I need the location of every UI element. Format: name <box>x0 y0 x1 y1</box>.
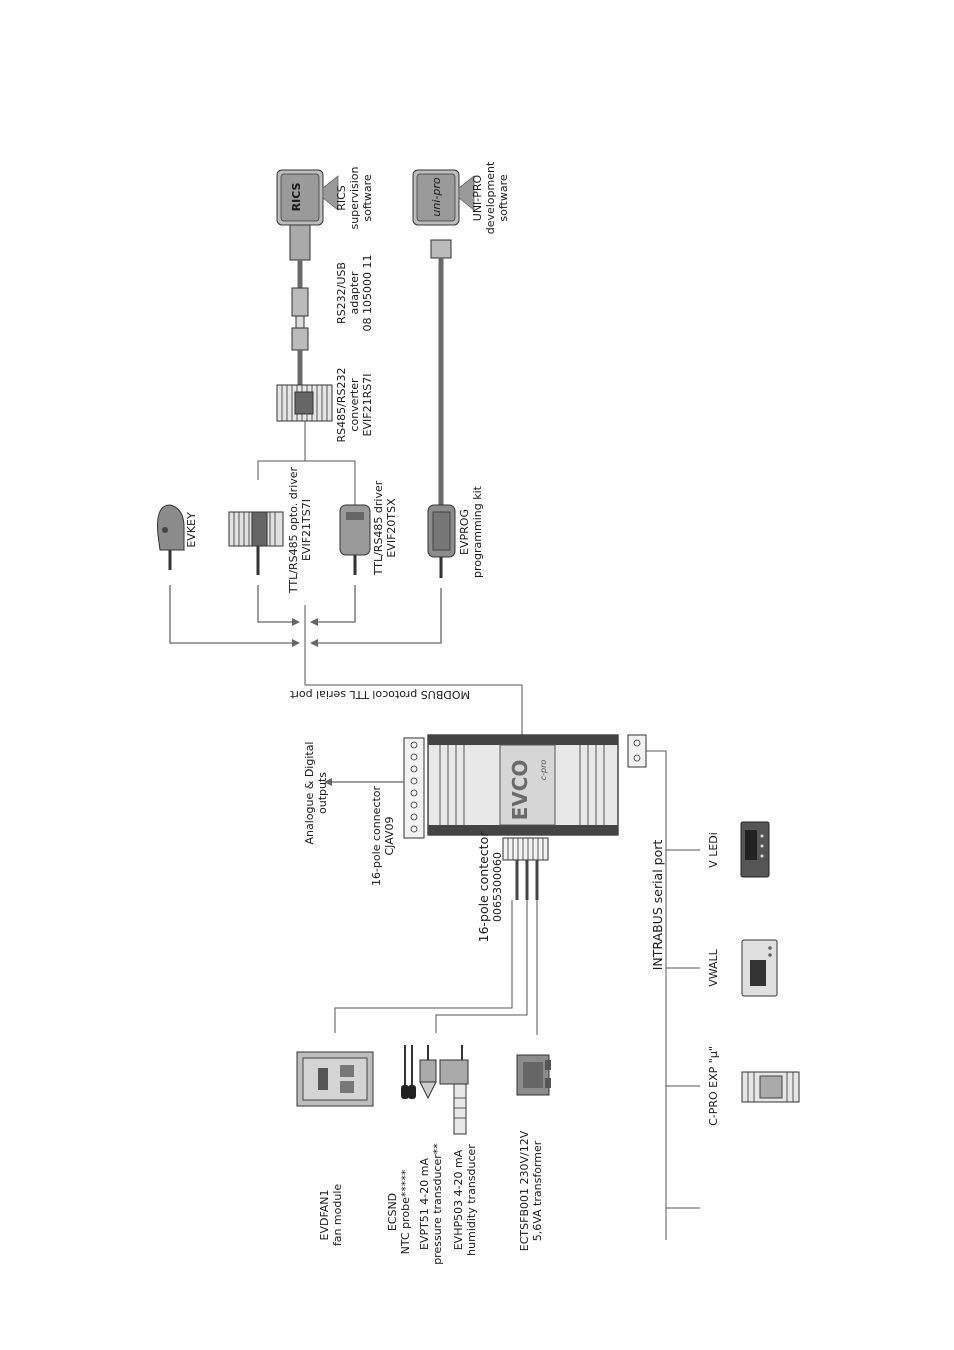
svg-text:converter: converter <box>348 378 361 432</box>
svg-text:RS485/RS232: RS485/RS232 <box>335 368 348 443</box>
svg-text:08 105000 11: 08 105000 11 <box>361 255 374 332</box>
svg-text:ECTSFB001 230V/12V: ECTSFB001 230V/12V <box>518 1130 531 1251</box>
svg-text:EVIF21RS7I: EVIF21RS7I <box>361 374 374 437</box>
svg-text:development: development <box>484 161 497 234</box>
transformer-label: ECTSFB001 230V/12V 5,6VA transformer <box>518 1130 544 1251</box>
svg-text:pressure transducer**: pressure transducer** <box>431 1143 444 1265</box>
svg-text:uni-pro: uni-pro <box>430 177 443 216</box>
svg-text:outputs: outputs <box>316 772 329 814</box>
svg-text:RS232/USB: RS232/USB <box>335 262 348 324</box>
evprog-label: EVPROG programming kit <box>458 485 484 578</box>
ntc-probe-device <box>401 1045 416 1099</box>
cjav09-connector <box>403 737 425 839</box>
probes-labels: ECSND NTC probe***** EVPT51 4-20 mA pres… <box>386 1143 478 1265</box>
evprog-device <box>427 504 456 578</box>
fan-module-device <box>296 1051 374 1107</box>
modbus-port-label: MODBUS protocol TTL serial port <box>289 688 470 701</box>
intrabus-terminal <box>627 734 647 768</box>
svg-text:adapter: adapter <box>348 271 361 315</box>
svg-text:software: software <box>497 174 510 221</box>
svg-text:EVDFAN1: EVDFAN1 <box>318 1189 331 1240</box>
svg-text:ECSND: ECSND <box>386 1193 399 1231</box>
svg-text:EVCO: EVCO <box>508 760 532 821</box>
vledi-device <box>740 821 770 878</box>
svg-text:16-pole contector: 16-pole contector <box>476 831 491 943</box>
svg-text:c-pro: c-pro <box>539 760 548 781</box>
svg-text:RICS: RICS <box>290 183 303 212</box>
evkey-label: EVKEY <box>185 512 198 548</box>
svg-text:UNI-PRO: UNI-PRO <box>471 174 484 221</box>
svg-text:programming kit: programming kit <box>471 485 484 578</box>
svg-text:TTL/RS485 opto. driver: TTL/RS485 opto. driver <box>287 466 300 594</box>
cjav09-label: 16-pole connector CJAV09 <box>370 785 396 886</box>
svg-text:NTC probe*****: NTC probe***** <box>399 1169 412 1254</box>
opto-driver-label: TTL/RS485 opto. driver EVIF21TS7I <box>287 466 313 594</box>
cproexp-label: C-PRO EXP "µ" <box>707 1046 720 1126</box>
svg-text:TTL/RS485 driver: TTL/RS485 driver <box>372 480 385 576</box>
svg-text:software: software <box>361 174 374 221</box>
rs485-driver-label: TTL/RS485 driver EVIF20TSX <box>372 480 398 576</box>
svg-text:humidity transducer: humidity transducer <box>465 1144 478 1256</box>
pressure-device <box>419 1045 437 1100</box>
cproexp-device <box>741 1071 800 1103</box>
unipro-monitor: uni-pro <box>412 169 475 226</box>
rics-monitor: RICS <box>276 169 339 261</box>
adapter-label: RS232/USB adapter 08 105000 11 <box>335 255 374 332</box>
svg-text:0065300060: 0065300060 <box>491 852 504 922</box>
intrabus-label: INTRABUS serial port <box>650 840 665 971</box>
rs485-rs232-converter <box>276 384 333 422</box>
transformer-device <box>516 1054 551 1096</box>
usb-adapter <box>291 260 309 385</box>
svg-text:fan module: fan module <box>331 1184 344 1247</box>
svg-text:EVIF21TS7I: EVIF21TS7I <box>300 499 313 561</box>
unipro-label: UNI-PRO development software <box>471 161 510 234</box>
svg-text:Analogue & Digital: Analogue & Digital <box>303 742 316 845</box>
outputs-label: Analogue & Digital outputs <box>303 742 329 845</box>
svg-text:5,6VA transformer: 5,6VA transformer <box>531 1140 544 1241</box>
svg-text:EVHP503 4-20 mA: EVHP503 4-20 mA <box>452 1149 465 1250</box>
vwall-device <box>741 939 778 997</box>
svg-text:EVPROG: EVPROG <box>458 509 471 555</box>
evkey-device <box>157 504 185 570</box>
svg-text:supervision: supervision <box>348 166 361 229</box>
conn16-label: 16-pole contector 0065300060 <box>476 831 504 943</box>
vwall-label: VWALL <box>707 948 720 986</box>
svg-text:EVPT51 4-20 mA: EVPT51 4-20 mA <box>418 1158 431 1250</box>
svg-text:EVIF20TSX: EVIF20TSX <box>385 498 398 558</box>
vledi-label: V LEDi <box>707 832 720 868</box>
opto-driver-device <box>228 511 284 575</box>
cpro-controller: EVCO c-pro <box>427 734 619 836</box>
svg-text:16-pole connector: 16-pole connector <box>370 785 383 886</box>
rics-label: RICS supervision software <box>335 166 374 229</box>
svg-text:CJAV09: CJAV09 <box>383 816 396 855</box>
fan-label: EVDFAN1 fan module <box>318 1184 344 1247</box>
svg-text:RICS: RICS <box>335 185 348 211</box>
evprog-cable <box>430 239 452 505</box>
rs485-driver-device <box>339 504 371 575</box>
ttl-arrows <box>169 585 523 735</box>
conn16-connector <box>502 837 549 900</box>
humidity-device <box>439 1045 469 1135</box>
converter-label: RS485/RS232 converter EVIF21RS7I <box>335 368 374 443</box>
